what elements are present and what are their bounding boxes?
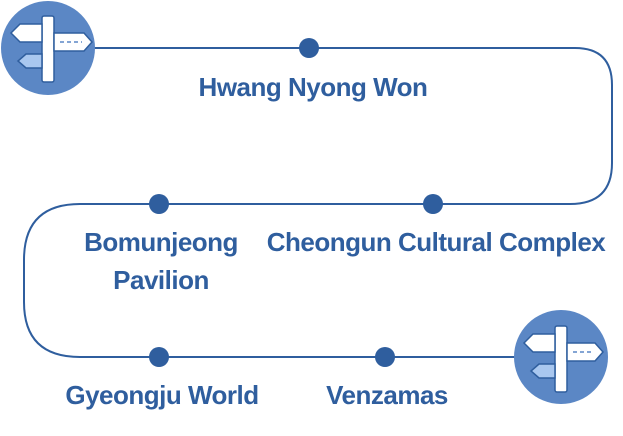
stop-label-hwang-nyong-won: Hwang Nyong Won (198, 72, 428, 102)
stop-dot-hwang-nyong-won (299, 38, 319, 58)
stop-label-gyeongju-world: Gyeongju World (65, 380, 259, 410)
signpost-icon (1, 1, 95, 95)
stop-dot-venzamas (375, 347, 395, 367)
stop-label-venzamas: Venzamas (326, 380, 448, 410)
signpost-icon (514, 310, 608, 404)
route-path (23, 47, 613, 358)
stop-dot-cheongun (423, 194, 443, 214)
stop-label-bomunjeong-line1: Bomunjeong (84, 227, 238, 257)
stop-label-cheongun: Cheongun Cultural Complex (266, 227, 606, 257)
stop-label-bomunjeong: Bomunjeong Pavilion (76, 223, 246, 299)
stop-dot-bomunjeong (149, 194, 169, 214)
stop-label-bomunjeong-line2: Pavilion (113, 265, 209, 295)
stop-dot-gyeongju-world (149, 347, 169, 367)
